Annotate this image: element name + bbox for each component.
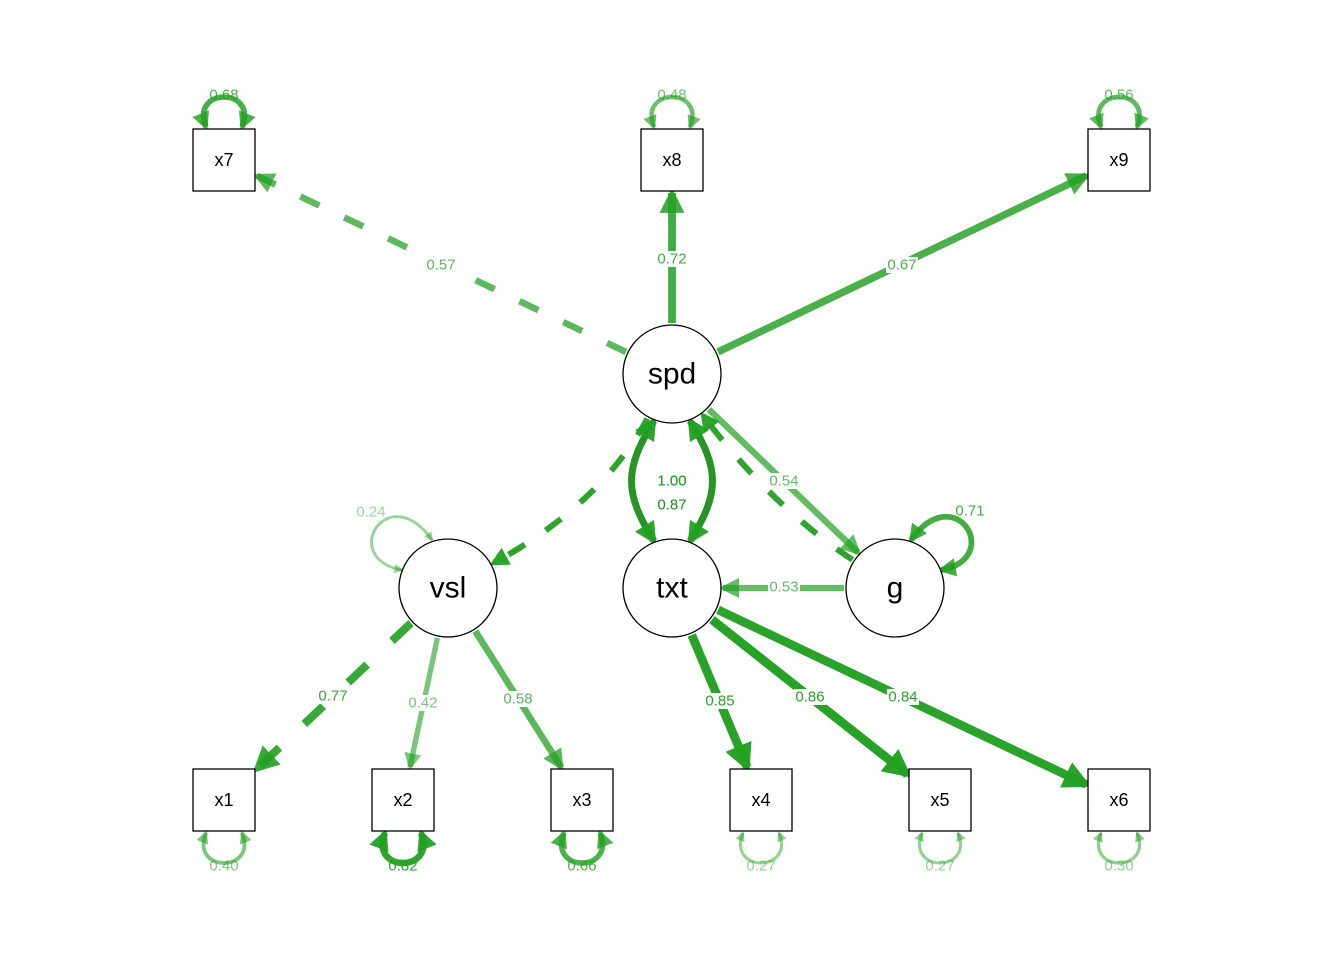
variance-loop-g [908, 513, 975, 577]
variance-label-x8: 0.48 [657, 87, 686, 104]
observed-box-x3 [550, 768, 614, 832]
edge-spd-to-g-label-bg [768, 473, 800, 489]
observed-label-x1: x1 [214, 790, 233, 810]
edge-vsl-to-x1-label: 0.77 [318, 688, 347, 705]
edge-spd-to-g-label: 0.54 [769, 473, 798, 490]
observed-box-x6 [1087, 768, 1151, 832]
nodes-layer: spd vsl txt g x1 x2 x3 x4 x5 x6 x7 x8 x9 [192, 128, 1151, 832]
observed-node-x7: x7 [192, 128, 256, 192]
edge-txt-to-x5-label-bg [794, 689, 826, 705]
observed-label-x3: x3 [572, 790, 591, 810]
latent-node-vsl: vsl [398, 538, 498, 638]
observed-node-x5: x5 [908, 768, 972, 832]
edge-txt-to-x6-label: 0.84 [888, 689, 917, 706]
edge-spd-to-x8-label: 0.72 [657, 251, 686, 268]
observed-node-x1: x1 [192, 768, 256, 832]
edge-vsl-to-x2-label-bg [407, 695, 439, 711]
observed-label-x5: x5 [930, 790, 949, 810]
latent-node-g: g [845, 538, 945, 638]
variance-label-vsl: 0.24 [356, 504, 385, 521]
observed-label-x7: x7 [214, 150, 233, 170]
variance-label-g: 0.71 [955, 503, 984, 520]
variance-label-x3: 0.66 [567, 858, 596, 875]
observed-label-x9: x9 [1109, 150, 1128, 170]
latent-circle-g [845, 538, 945, 638]
observed-box-x8 [640, 128, 704, 192]
latent-circle-txt [622, 538, 722, 638]
variance-loop-vsl [370, 515, 434, 574]
observed-label-x8: x8 [662, 150, 681, 170]
variance-loop-x3 [550, 829, 614, 866]
edge-spd-to-x7-label: 0.57 [426, 257, 455, 274]
edge-vsl-to-x3-label: 0.58 [503, 691, 532, 708]
latent-label-g: g [887, 572, 904, 605]
latent-circle-vsl [398, 538, 498, 638]
observed-node-x2: x2 [371, 768, 435, 832]
variance-label-x4: 0.27 [746, 858, 775, 875]
edge-vsl-to-x2-label: 0.42 [408, 695, 437, 712]
variance-loop-x6 [1092, 831, 1146, 865]
variance-loop-x9 [1089, 94, 1149, 130]
variance-loop-x5 [914, 831, 966, 865]
observed-box-x9 [1087, 128, 1151, 192]
latent-circle-spd [622, 324, 722, 424]
observed-box-x4 [729, 768, 793, 832]
edge-vsl-to-x3-label-bg [502, 691, 534, 707]
variance-loop-x7 [192, 94, 256, 131]
variance-label-x6: 0.30 [1104, 858, 1133, 875]
variance-loop-x2 [369, 829, 437, 867]
variance-label-x7: 0.68 [209, 87, 238, 104]
observed-node-x9: x9 [1087, 128, 1151, 192]
variance-loop-x8 [643, 94, 701, 130]
covariance-spd-txt-outer [687, 417, 716, 545]
variance-label-txt: 1.00 [657, 473, 686, 490]
edge-spd-to-x8-label-bg [656, 251, 688, 267]
covariance-label-bg [652, 497, 692, 513]
latent-label-spd: spd [648, 358, 696, 391]
edge-txt-to-x4-label-bg [704, 693, 736, 709]
variance-label-x1: 0.40 [209, 858, 238, 875]
observed-box-x5 [908, 768, 972, 832]
variance-label-spd: 1.00 [657, 473, 686, 490]
edge-g-to-spd [700, 411, 855, 563]
edge-txt-to-x6-label-bg [887, 689, 919, 705]
edge-g-to-txt-label: 0.53 [769, 579, 798, 596]
covariance-label: 0.87 [657, 497, 686, 514]
edge-txt-to-x5-label: 0.86 [795, 689, 824, 706]
observed-box-x2 [371, 768, 435, 832]
observed-label-x6: x6 [1109, 790, 1128, 810]
edge-txt-to-x4-label: 0.85 [705, 693, 734, 710]
latent-label-txt: txt [656, 572, 688, 605]
latent-node-spd: spd [622, 324, 722, 424]
edge-g-to-txt-label-bg [768, 579, 800, 595]
observed-node-x3: x3 [550, 768, 614, 832]
covariance-spd-txt [628, 417, 657, 545]
edge-spd-to-vsl [489, 417, 651, 567]
latent-label-vsl: vsl [430, 572, 467, 605]
variance-label-x2: 0.82 [388, 858, 417, 875]
observed-box-x1 [192, 768, 256, 832]
edge-spd-to-x9-label: 0.67 [887, 257, 916, 274]
edge-spd-to-x7-label-bg [425, 257, 457, 273]
observed-label-x4: x4 [751, 790, 770, 810]
observed-box-x7 [192, 128, 256, 192]
variance-loop-x1 [196, 830, 252, 865]
variance-label-x5: 0.27 [925, 858, 954, 875]
observed-node-x4: x4 [729, 768, 793, 832]
latent-node-txt: txt [622, 538, 722, 638]
labels-layer: 0.57 0.72 0.67 0.54 0.53 0.77 0.42 0.58 0.85 0.86… [209, 87, 1133, 875]
edge-vsl-to-x1-label-bg [317, 688, 349, 704]
variance-loop-x4 [735, 831, 787, 865]
edge-spd-to-x9-label-bg [886, 257, 918, 273]
variance-label-x9: 0.56 [1104, 87, 1133, 104]
observed-node-x8: x8 [640, 128, 704, 192]
observed-label-x2: x2 [393, 790, 412, 810]
observed-node-x6: x6 [1087, 768, 1151, 832]
